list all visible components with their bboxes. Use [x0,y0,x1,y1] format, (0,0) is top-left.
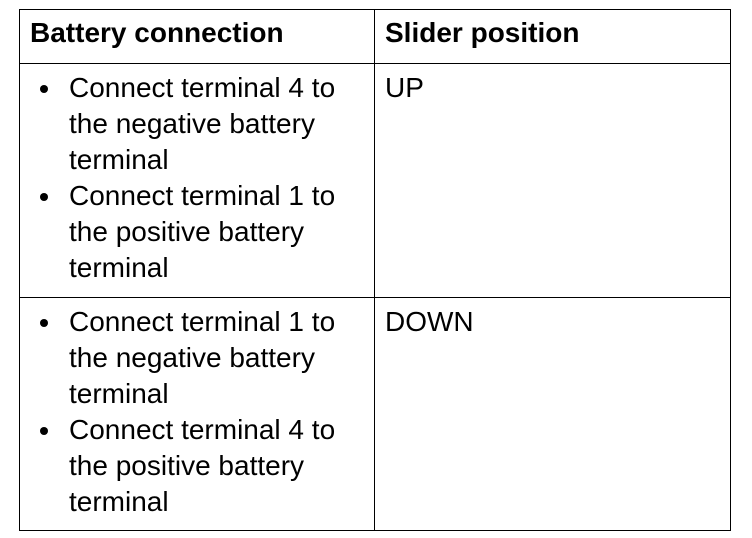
list-item: Connect terminal 4 to the negative batte… [20,70,374,178]
list-item: Connect terminal 4 to the positive batte… [20,412,374,520]
bullet-icon [40,427,48,435]
header-battery-connection: Battery connection [19,9,375,64]
battery-connection-cell: Connect terminal 1 to the negative batte… [19,297,375,531]
instruction-list: Connect terminal 4 to the negative batte… [20,64,374,286]
table-row: Connect terminal 4 to the negative batte… [19,63,731,298]
battery-connection-cell: Connect terminal 4 to the negative batte… [19,63,375,298]
header-slider-position: Slider position [374,9,731,64]
list-item: Connect terminal 1 to the positive batte… [20,178,374,286]
slider-position-cell: DOWN [374,297,731,531]
instruction-list: Connect terminal 1 to the negative batte… [20,298,374,520]
instruction-text: Connect terminal 1 to the positive batte… [69,180,336,283]
battery-slider-table: Battery connection Slider position Conne… [19,9,731,531]
table-row: Connect terminal 1 to the negative batte… [19,297,731,531]
slider-position-cell: UP [374,63,731,298]
instruction-text: Connect terminal 4 to the negative batte… [69,72,336,175]
table-header-row: Battery connection Slider position [19,9,731,64]
slider-position-value: DOWN [385,306,474,337]
list-item: Connect terminal 1 to the negative batte… [20,304,374,412]
instruction-text: Connect terminal 1 to the negative batte… [69,306,336,409]
instruction-text: Connect terminal 4 to the positive batte… [69,414,336,517]
bullet-icon [40,85,48,93]
bullet-icon [40,193,48,201]
bullet-icon [40,319,48,327]
slider-position-value: UP [385,72,424,103]
